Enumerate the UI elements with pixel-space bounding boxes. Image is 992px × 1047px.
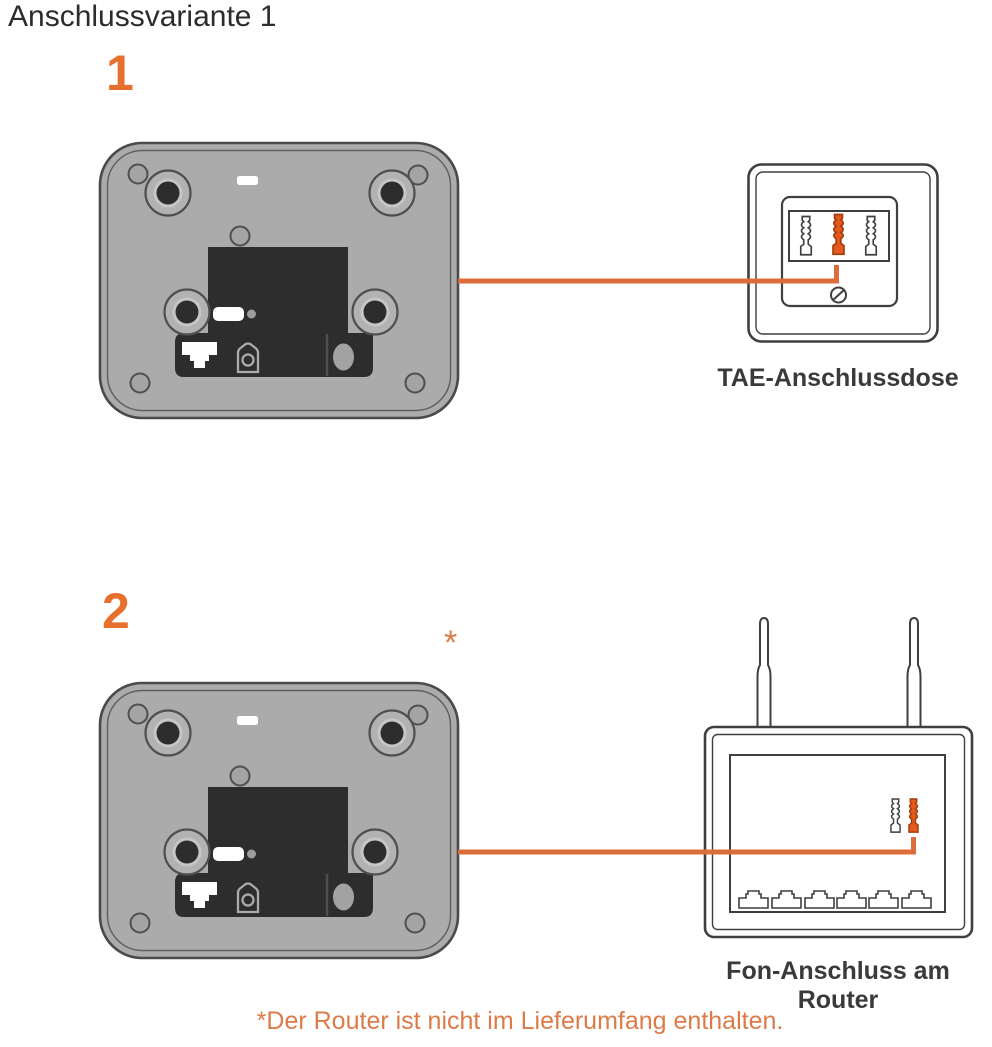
phone-base-bottom-view-1 [98,141,460,420]
footnote-text: *Der Router ist nicht im Lieferumfang en… [256,1007,784,1035]
step-1-number: 1 [106,45,134,101]
page-title: Anschlussvariante 1 [8,0,277,33]
router-caption: Fon-Anschluss am Router [726,957,950,1014]
phone-base-bottom-view-2 [98,681,460,960]
wifi-router-rear-view [690,613,982,939]
footnote-marker: * [444,624,458,662]
tae-socket-caption: TAE-Anschlussdose [717,364,959,392]
tae-wall-socket [747,163,939,343]
step-2-number: 2 [102,583,130,639]
